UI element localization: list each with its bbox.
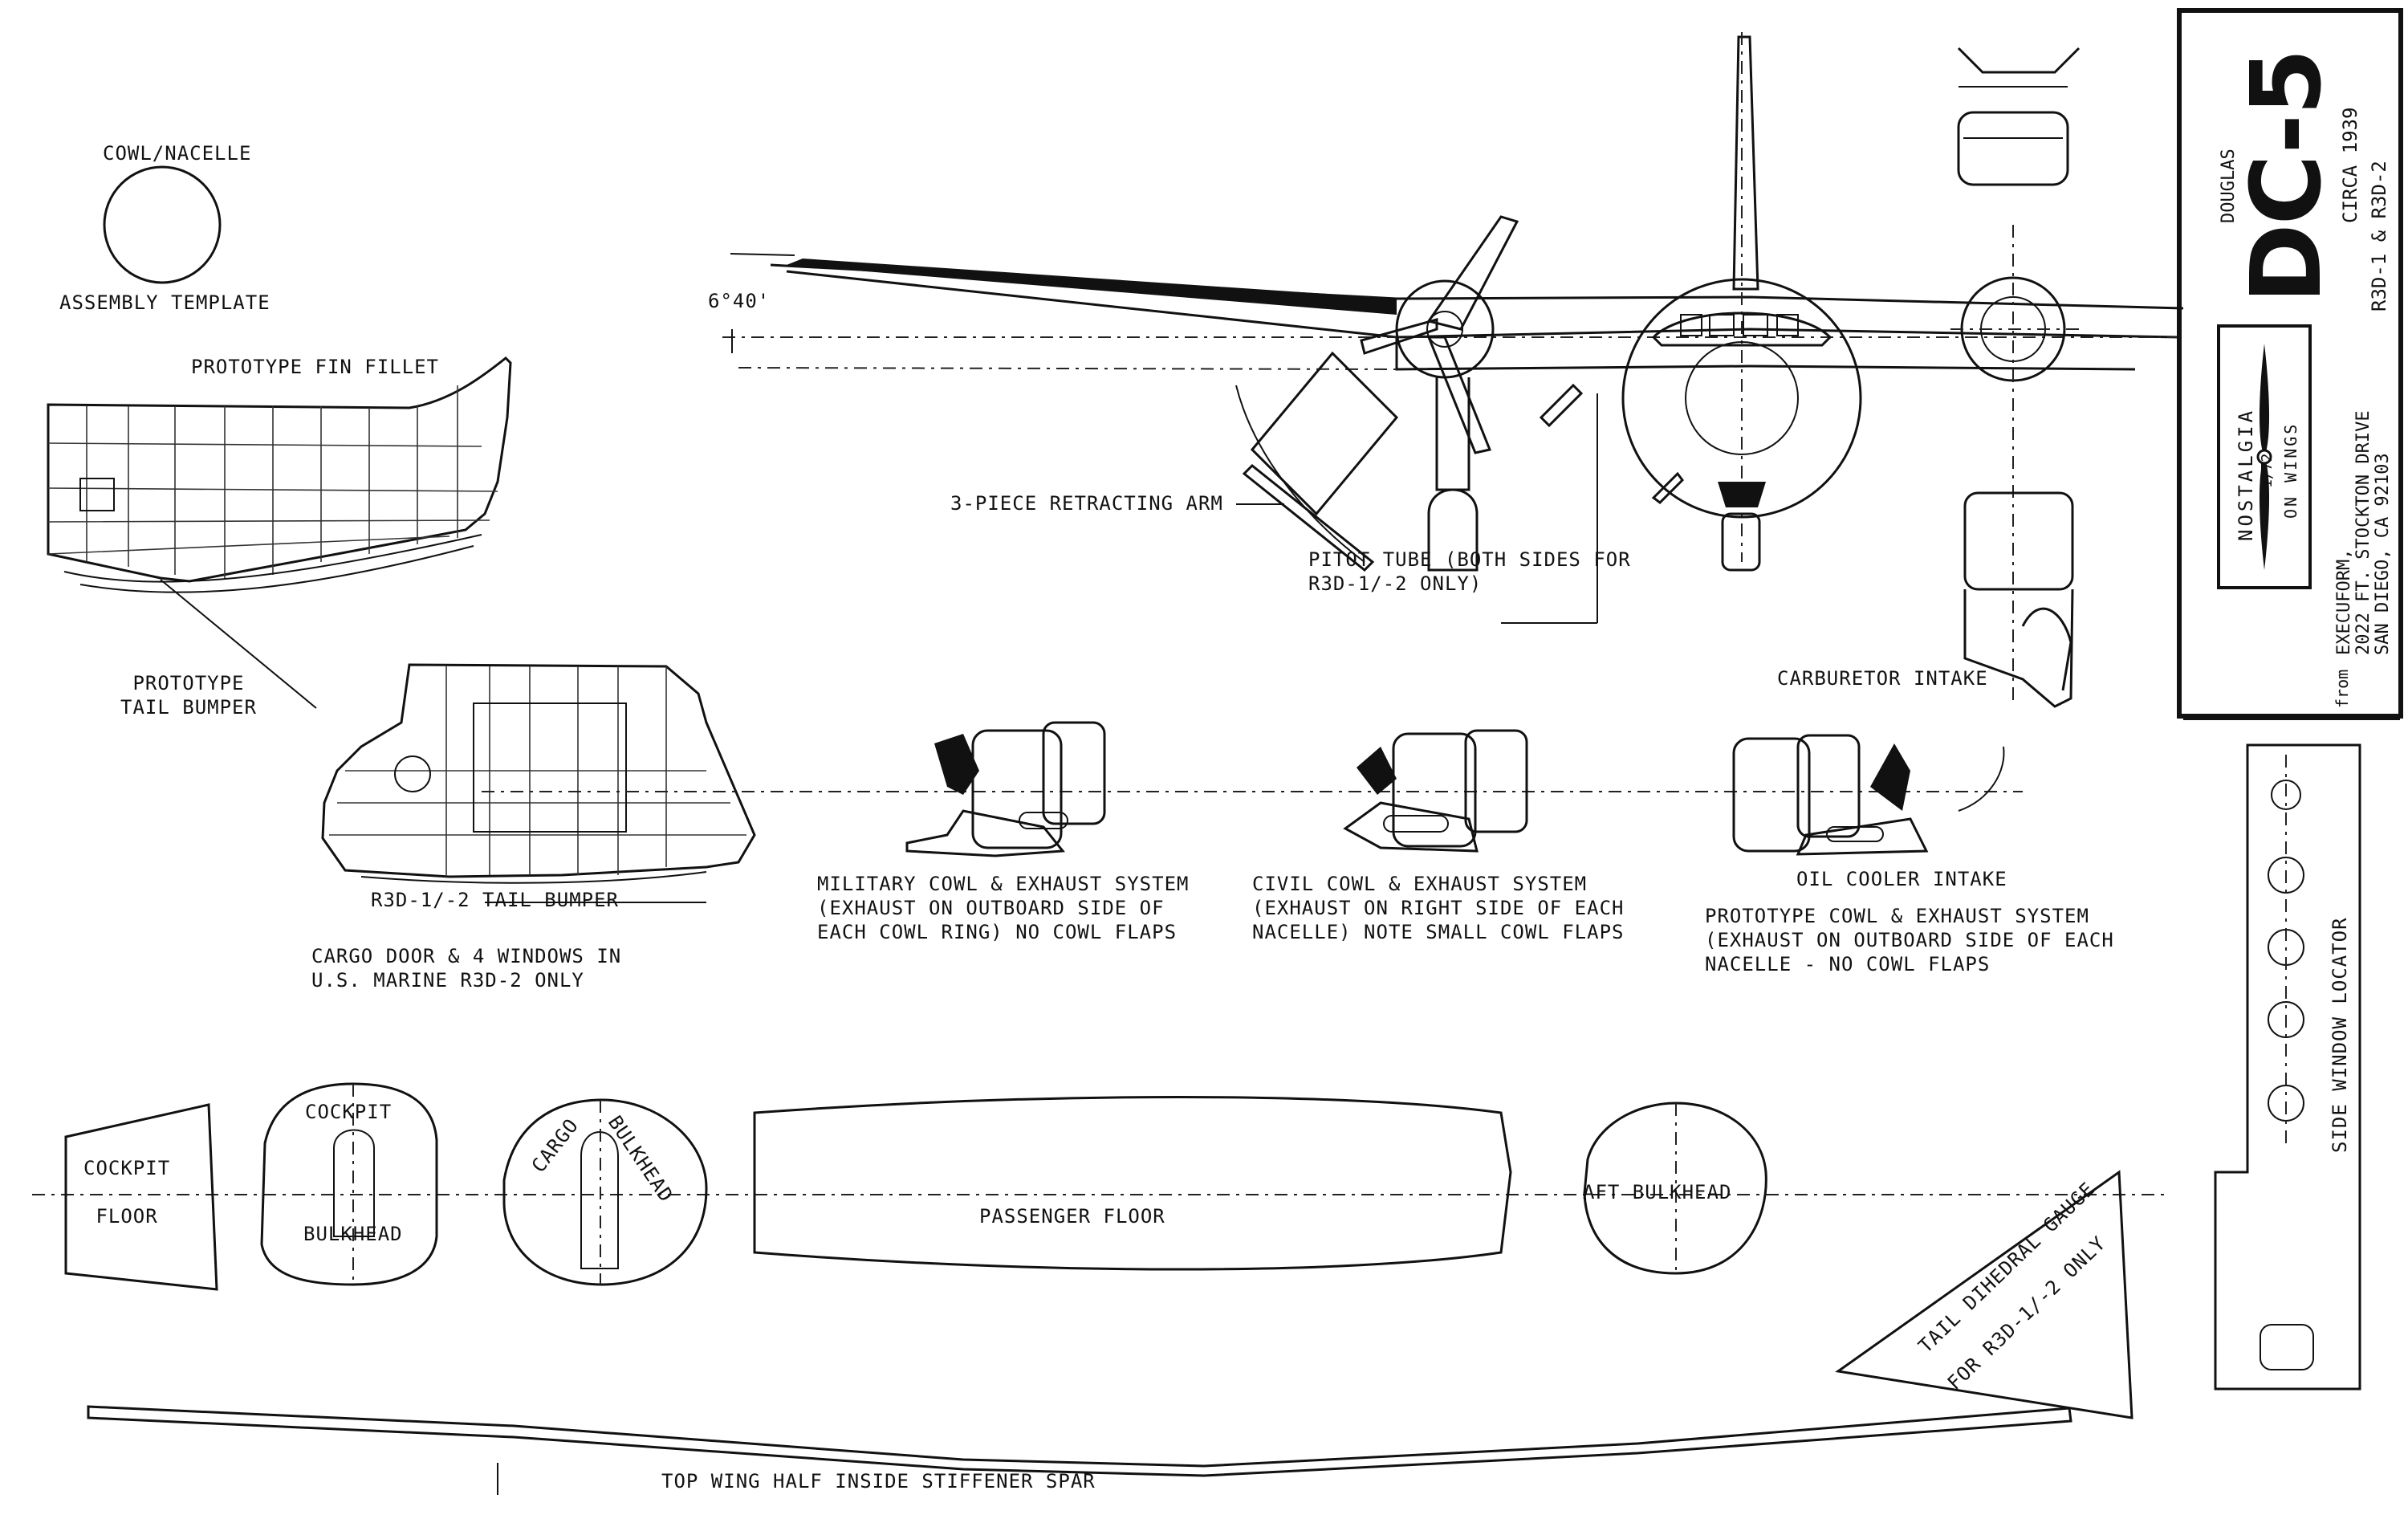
propeller-icon [2256, 344, 2272, 570]
label-prototype-cowl: PROTOTYPE COWL & EXHAUST SYSTEM (EXHAUST… [1705, 904, 2114, 976]
label-stiffener-spar: TOP WING HALF INSIDE STIFFENER SPAR [661, 1470, 1096, 1492]
label-military-line1: MILITARY COWL & EXHAUST SYSTEM [817, 873, 1190, 895]
label-prototype-tail-bumper: PROTOTYPE TAIL BUMPER [120, 671, 257, 719]
tail-dihedral-gauge-part [1835, 1170, 2133, 1419]
label-cockpit-bulkhead-1: COCKPIT [305, 1101, 393, 1123]
logo-scale: 1/72 [2259, 453, 2276, 488]
title-address-2: 2022 FT. STOCKTON DRIVE [2353, 410, 2373, 655]
label-prototype-cowl-line2: (EXHAUST ON OUTBOARD SIDE OF EACH [1705, 929, 2114, 951]
prototype-cowl-part [1732, 734, 2005, 856]
label-cockpit-bulkhead-2: BULKHEAD [303, 1223, 403, 1245]
label-civil-line1: CIVIL COWL & EXHAUST SYSTEM [1252, 873, 1588, 895]
label-oil-cooler-intake: OIL COOLER INTAKE [1796, 868, 2007, 890]
logo-line1: NOSTALGIA [2235, 407, 2257, 541]
title-model: DC-5 [2231, 50, 2343, 303]
military-cowl-part [905, 721, 1106, 857]
side-window-locator-part [2183, 719, 2400, 1391]
label-cowl-nacelle: COWL/NACELLE [103, 142, 252, 165]
label-cargo-door-line1: CARGO DOOR & 4 WINDOWS IN [311, 945, 622, 967]
label-carburetor-intake: CARBURETOR INTAKE [1777, 667, 1988, 690]
cockpit-floor-part [64, 1103, 218, 1291]
nacelle-top-part [1957, 47, 2081, 186]
label-military-line2: (EXHAUST ON OUTBOARD SIDE OF [817, 897, 1165, 919]
title-address-1: EXECUFORM, [2334, 548, 2354, 655]
nacelle-side-part [1963, 491, 2074, 708]
label-prototype-cowl-line3: NACELLE - NO COWL FLAPS [1705, 953, 1991, 975]
label-prototype-cowl-line1: PROTOTYPE COWL & EXHAUST SYSTEM [1705, 905, 2089, 927]
label-prototype-fin-fillet: PROTOTYPE FIN FILLET [191, 356, 439, 378]
label-prototype-tail-bumper-line1: PROTOTYPE [132, 672, 245, 694]
cowl-nacelle-template [103, 165, 222, 284]
logo-line2: ON WINGS [2281, 421, 2300, 519]
label-military-line3: EACH COWL RING) NO COWL FLAPS [817, 921, 1178, 943]
front-view-airplane [722, 32, 2184, 707]
title-variants: R3D-1 & R3D-2 [2368, 161, 2390, 312]
label-passenger-floor: PASSENGER FLOOR [979, 1205, 1165, 1228]
passenger-floor-part [753, 1096, 1512, 1271]
label-cargo-door-line2: U.S. MARINE R3D-2 ONLY [311, 969, 584, 992]
label-pitot-tube: PITOT TUBE (BOTH SIDES FOR R3D-1/-2 ONLY… [1308, 548, 1631, 596]
label-dihedral-angle: 6°40' [708, 290, 771, 312]
label-assembly-template: ASSEMBLY TEMPLATE [59, 291, 270, 314]
title-circa: CIRCA 1939 [2339, 107, 2361, 224]
r3d-tail-bumper-part [321, 663, 756, 903]
label-side-window-locator: SIDE WINDOW LOCATOR [2329, 917, 2351, 1153]
label-prototype-tail-bumper-line2: TAIL BUMPER [120, 696, 257, 719]
label-military-cowl: MILITARY COWL & EXHAUST SYSTEM (EXHAUST … [817, 872, 1189, 944]
cockpit-bulkhead-part [260, 1082, 438, 1286]
civil-cowl-part [1343, 729, 1528, 853]
label-pitot-line1: PITOT TUBE (BOTH SIDES FOR [1308, 548, 1631, 571]
label-civil-line3: NACELLE) NOTE SMALL COWL FLAPS [1252, 921, 1625, 943]
label-r3d-tail-bumper: R3D-1/-2 TAIL BUMPER [371, 889, 619, 911]
label-civil-cowl: CIVIL COWL & EXHAUST SYSTEM (EXHAUST ON … [1252, 872, 1624, 944]
label-cockpit-floor-line1: COCKPIT [83, 1157, 171, 1179]
stiffener-spar-part [87, 1405, 2072, 1495]
label-cockpit-floor: COCKPIT FLOOR [83, 1156, 170, 1228]
aft-bulkhead-part [1583, 1102, 1767, 1275]
label-retracting-arm: 3-PIECE RETRACTING ARM [950, 492, 1223, 515]
nostalgia-logo: NOSTALGIA 1/72 ON WINGS [2217, 324, 2312, 589]
label-cargo-door: CARGO DOOR & 4 WINDOWS IN U.S. MARINE R3… [311, 944, 621, 992]
cargo-bulkhead-part [502, 1098, 708, 1286]
title-address-3: SAN DIEGO, CA 92103 [2373, 453, 2393, 655]
label-aft-bulkhead: AFT BULKHEAD [1583, 1181, 1732, 1203]
prototype-fin-fillet-part [47, 356, 512, 709]
label-pitot-line2: R3D-1/-2 ONLY) [1308, 572, 1483, 595]
title-from: from [2333, 669, 2352, 708]
label-cockpit-floor-line2: FLOOR [96, 1205, 158, 1228]
title-block: DOUGLAS DC-5 CIRCA 1939 R3D-1 & R3D-2 NO… [2177, 8, 2403, 719]
label-civil-line2: (EXHAUST ON RIGHT SIDE OF EACH [1252, 897, 1625, 919]
